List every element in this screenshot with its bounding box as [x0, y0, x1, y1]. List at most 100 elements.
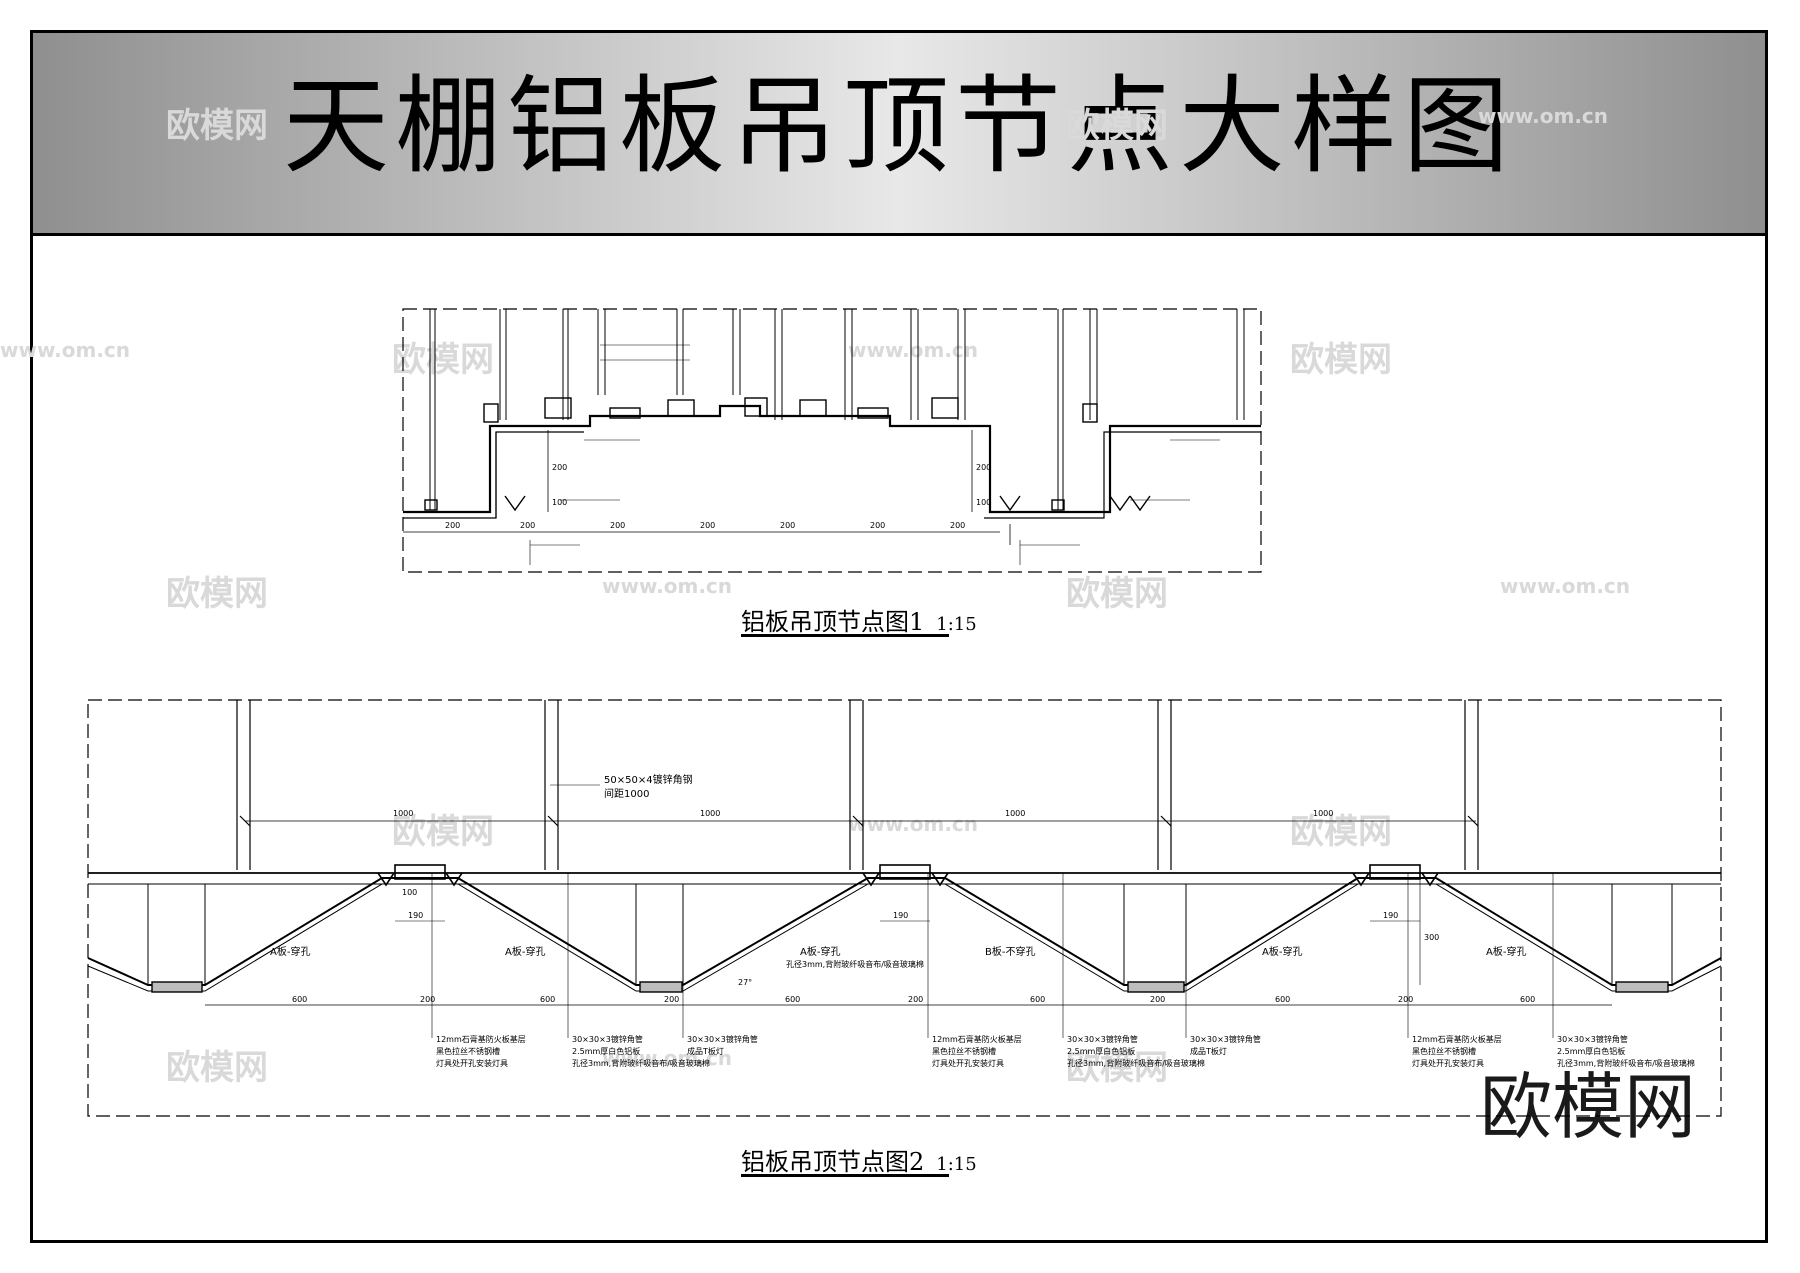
- dim-label: 200: [1398, 995, 1413, 1004]
- dim-label: 200: [520, 521, 535, 530]
- panel-note: 孔径3mm,背附玻纤吸音布/吸音玻璃棉: [786, 959, 924, 969]
- caption-scale: 1:15: [936, 614, 977, 635]
- detail-2-frame: [87, 699, 1722, 1117]
- watermark-url: www.om.cn: [848, 338, 979, 362]
- caption-scale: 1:15: [936, 1154, 977, 1175]
- dim-label: 190: [408, 911, 423, 920]
- panel-label: A板-穿孔: [800, 945, 840, 958]
- svg-text:黑色拉丝不锈钢槽: 黑色拉丝不锈钢槽: [436, 1046, 500, 1056]
- caption-underline: [741, 1174, 949, 1177]
- detail-1-frame: [402, 308, 1262, 573]
- dim-label: 200: [420, 995, 435, 1004]
- detail-2: [87, 699, 1722, 1117]
- watermark: 欧模网: [392, 340, 494, 380]
- watermark: 欧模网: [166, 1048, 268, 1088]
- drawing-sheet: 天棚铝板吊顶节点大样图: [30, 30, 1768, 1243]
- dim-label: 600: [1030, 995, 1045, 1004]
- svg-text:2.5mm厚白色铝板: 2.5mm厚白色铝板: [1557, 1046, 1625, 1056]
- svg-text:灯具处开孔安装灯具: 灯具处开孔安装灯具: [436, 1058, 508, 1068]
- watermark-url: www.om.cn: [848, 812, 979, 836]
- detail-1-dimensions: 200 200 200 200 200 200 200 200 100 200 …: [445, 463, 991, 530]
- watermark: 欧模网: [1290, 340, 1392, 380]
- dim-label: 190: [893, 911, 908, 920]
- panel-label: A板-穿孔: [1262, 945, 1302, 958]
- top-note: 50×50×4镀锌角钢: [604, 773, 693, 786]
- watermark: 欧模网: [1066, 106, 1168, 146]
- dim-label: 1000: [1005, 809, 1025, 818]
- caption-text: 铝板吊顶节点图1: [741, 608, 925, 636]
- svg-text:黑色拉丝不锈钢槽: 黑色拉丝不锈钢槽: [932, 1046, 996, 1056]
- caption-underline: [741, 634, 949, 637]
- svg-text:孔径3mm,背附玻纤吸音布/吸音玻璃棉: 孔径3mm,背附玻纤吸音布/吸音玻璃棉: [1067, 1058, 1205, 1068]
- dim-label: 200: [870, 521, 885, 530]
- dim-label: 190: [1383, 911, 1398, 920]
- dim-label: 100: [976, 498, 991, 507]
- panel-label: A板-穿孔: [270, 945, 310, 958]
- dim-label: 300: [1424, 933, 1439, 942]
- watermark: 欧模网: [1066, 1048, 1168, 1088]
- dim-label: 100: [552, 498, 567, 507]
- svg-text:30×30×3镀锌角管: 30×30×3镀锌角管: [1067, 1034, 1138, 1044]
- detail-2-labels: 50×50×4镀锌角钢 间距1000 1000 1000 1000 1000 1…: [270, 773, 1695, 1068]
- svg-text:30×30×3镀锌角管: 30×30×3镀锌角管: [1190, 1034, 1261, 1044]
- dim-label: 600: [292, 995, 307, 1004]
- svg-text:30×30×3镀锌角管: 30×30×3镀锌角管: [687, 1034, 758, 1044]
- svg-text:30×30×3镀锌角管: 30×30×3镀锌角管: [572, 1034, 643, 1044]
- panel-label: A板-穿孔: [1486, 945, 1526, 958]
- dim-label: 200: [950, 521, 965, 530]
- watermark: 欧模网: [1066, 574, 1168, 614]
- sheet-title: 天棚铝板吊顶节点大样图: [283, 65, 1515, 188]
- dim-label: 600: [785, 995, 800, 1004]
- dim-label: 600: [1275, 995, 1290, 1004]
- dim-label: 200: [445, 521, 460, 530]
- title-band: 天棚铝板吊顶节点大样图: [33, 33, 1765, 236]
- svg-text:2.5mm厚白色铝板: 2.5mm厚白色铝板: [1067, 1046, 1135, 1056]
- dim-label: 1000: [700, 809, 720, 818]
- dim-label: 600: [1520, 995, 1535, 1004]
- dim-label: 200: [700, 521, 715, 530]
- watermark: 欧模网: [166, 574, 268, 614]
- watermark-url: www.om.cn: [1478, 104, 1609, 128]
- dim-label: 200: [976, 463, 991, 472]
- svg-text:成品T板灯: 成品T板灯: [687, 1046, 724, 1056]
- svg-text:2.5mm厚白色铝板: 2.5mm厚白色铝板: [572, 1046, 640, 1056]
- detail-2-caption: 铝板吊顶节点图2 1:15: [741, 1142, 977, 1177]
- svg-text:孔径3mm,背附玻纤吸音布/吸音玻璃棉: 孔径3mm,背附玻纤吸音布/吸音玻璃棉: [572, 1058, 710, 1068]
- svg-text:黑色拉丝不锈钢槽: 黑色拉丝不锈钢槽: [1412, 1046, 1476, 1056]
- detail-1: [402, 308, 1262, 573]
- svg-text:成品T板灯: 成品T板灯: [1190, 1046, 1227, 1056]
- dim-label: 200: [780, 521, 795, 530]
- svg-text:孔径3mm,背附玻纤吸音布/吸音玻璃棉: 孔径3mm,背附玻纤吸音布/吸音玻璃棉: [1557, 1058, 1695, 1068]
- svg-text:灯具处开孔安装灯具: 灯具处开孔安装灯具: [1412, 1058, 1484, 1068]
- caption-text: 铝板吊顶节点图2: [741, 1148, 925, 1176]
- dim-label: 200: [552, 463, 567, 472]
- watermark: 欧模网: [1290, 812, 1392, 852]
- dim-label: 1000: [1313, 809, 1333, 818]
- watermark-url: www.om.cn: [602, 1046, 733, 1070]
- dim-label: 200: [664, 995, 679, 1004]
- svg-text:灯具处开孔安装灯具: 灯具处开孔安装灯具: [932, 1058, 1004, 1068]
- svg-text:30×30×3镀锌角管: 30×30×3镀锌角管: [1557, 1034, 1628, 1044]
- watermark-url: www.om.cn: [0, 338, 131, 362]
- top-note: 间距1000: [604, 787, 649, 800]
- dim-label: 1000: [393, 809, 413, 818]
- dim-label: 27°: [738, 978, 752, 987]
- watermark: 欧模网: [392, 812, 494, 852]
- dim-label: 200: [908, 995, 923, 1004]
- detail-1-caption: 铝板吊顶节点图1 1:15: [741, 602, 977, 637]
- dim-label: 200: [1150, 995, 1165, 1004]
- watermark: 欧模网: [166, 106, 268, 146]
- watermark-logo: 欧模网: [1479, 1065, 1696, 1149]
- dim-label: 100: [402, 888, 417, 897]
- panel-label: A板-穿孔: [505, 945, 545, 958]
- svg-text:12mm石膏基防火板基层: 12mm石膏基防火板基层: [436, 1034, 526, 1044]
